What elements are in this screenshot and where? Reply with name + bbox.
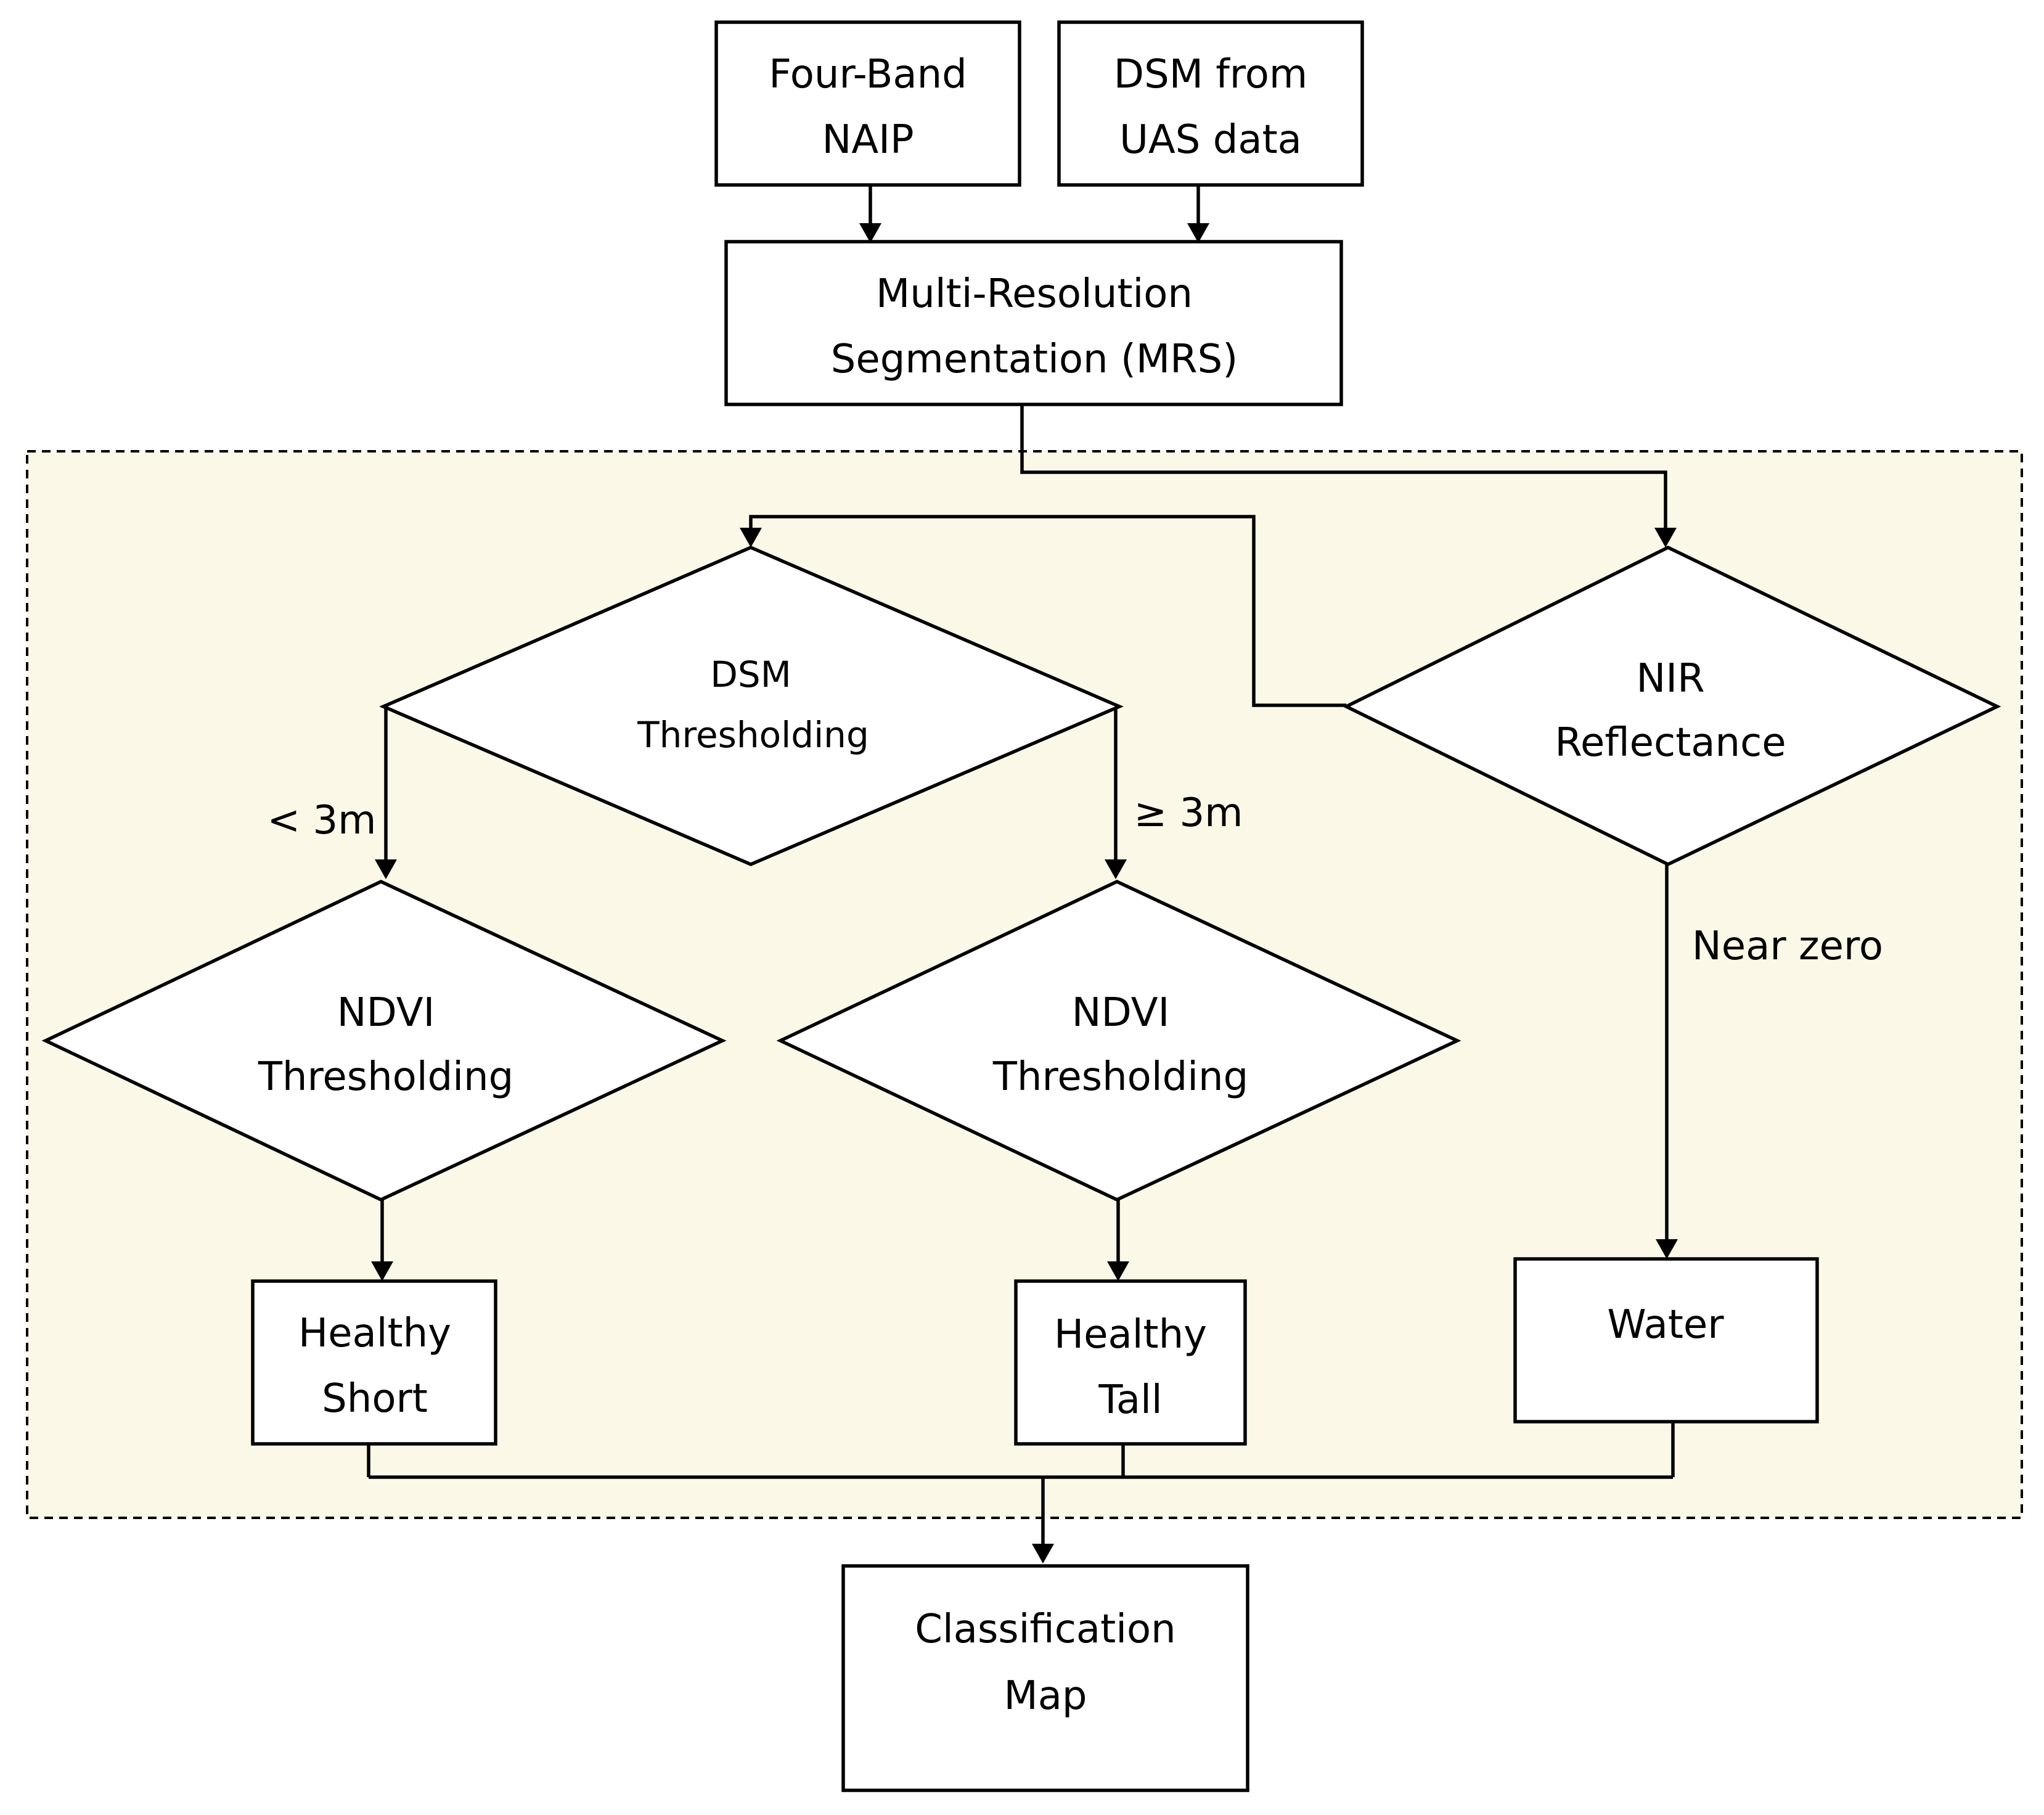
arrowhead-ndvi-right-to-healthy-tall xyxy=(1107,1261,1129,1281)
healthy-short-line-1: Healthy xyxy=(298,1311,451,1356)
healthy-short-box xyxy=(251,1279,497,1446)
four-band-naip-box xyxy=(714,20,1021,187)
arrowhead-dsm-to-ndvi-left xyxy=(375,859,397,879)
dsm-thresholding-line-1: DSM xyxy=(710,653,791,695)
ndvi-right-line-1: NDVI xyxy=(1072,990,1170,1036)
mrs-line-1: Multi-Resolution xyxy=(876,271,1193,317)
node-dsm-from-uas: DSM from UAS data xyxy=(1057,20,1364,187)
ndvi-right-line-2: Thresholding xyxy=(992,1054,1248,1100)
node-classification-map: Classification Map xyxy=(841,1564,1249,1792)
arrowhead-naip-to-mrs xyxy=(859,223,881,243)
arrowhead-dsm-to-mrs xyxy=(1187,223,1209,243)
healthy-tall-line-1: Healthy xyxy=(1054,1312,1207,1358)
water-label: Water xyxy=(1607,1302,1724,1348)
connector-nir-to-dsm-thresholding xyxy=(749,515,1346,707)
arrowhead-merge-to-classification-map xyxy=(1032,1544,1054,1563)
healthy-tall-line-2: Tall xyxy=(1098,1377,1162,1423)
arrowhead-dsm-to-ndvi-right xyxy=(1105,859,1127,879)
classification-map-line-2: Map xyxy=(1004,1673,1087,1719)
mrs-box xyxy=(724,240,1343,406)
edge-label-near-zero: Near zero xyxy=(1692,924,1883,969)
mrs-line-2: Segmentation (MRS) xyxy=(831,337,1238,382)
water-box xyxy=(1513,1257,1819,1424)
node-water: Water xyxy=(1513,1257,1819,1424)
ndvi-left-line-1: NDVI xyxy=(337,990,435,1036)
classification-map-line-1: Classification xyxy=(915,1607,1175,1652)
dsm-thresholding-line-2: Thresholding xyxy=(637,714,869,756)
healthy-short-line-2: Short xyxy=(322,1376,428,1422)
arrowhead-mrs-to-nir xyxy=(1654,528,1677,547)
nir-reflectance-line-2: Reflectance xyxy=(1555,720,1786,766)
arrowhead-nir-to-water xyxy=(1656,1239,1678,1259)
dsm-from-uas-line-1: DSM from xyxy=(1114,52,1307,97)
edge-label-lt-3m: < 3m xyxy=(267,798,376,843)
dsm-from-uas-line-2: UAS data xyxy=(1119,117,1302,163)
node-mrs: Multi-Resolution Segmentation (MRS) xyxy=(724,240,1343,406)
nir-reflectance-line-1: NIR xyxy=(1636,656,1704,702)
ndvi-left-diamond xyxy=(41,879,727,1202)
dsm-from-uas-box xyxy=(1057,20,1364,187)
ndvi-right-diamond xyxy=(776,879,1461,1202)
arrowhead-nir-to-dsm-thresholding xyxy=(740,528,762,547)
classification-map-box xyxy=(841,1564,1249,1792)
four-band-naip-line-2: NAIP xyxy=(822,117,914,163)
nir-reflectance-diamond xyxy=(1342,545,2001,867)
arrowhead-ndvi-left-to-healthy-short xyxy=(371,1261,393,1281)
ndvi-left-line-2: Thresholding xyxy=(258,1054,513,1100)
node-four-band-naip: Four-Band NAIP xyxy=(714,20,1021,187)
node-nir-reflectance: NIR Reflectance xyxy=(1342,545,2001,867)
four-band-naip-line-1: Four-Band xyxy=(769,52,967,97)
edge-label-ge-3m: ≥ 3m xyxy=(1134,790,1243,836)
node-healthy-tall: Healthy Tall xyxy=(1014,1279,1247,1446)
dsm-thresholding-diamond xyxy=(379,546,1124,866)
healthy-tall-box xyxy=(1014,1279,1247,1446)
connector-mrs-to-nir xyxy=(1020,404,1667,534)
node-healthy-short: Healthy Short xyxy=(251,1279,497,1446)
node-ndvi-left: NDVI Thresholding xyxy=(41,879,727,1202)
connectors xyxy=(367,185,1678,1563)
node-dsm-thresholding: DSM Thresholding xyxy=(379,546,1124,866)
node-ndvi-right: NDVI Thresholding xyxy=(776,879,1461,1202)
